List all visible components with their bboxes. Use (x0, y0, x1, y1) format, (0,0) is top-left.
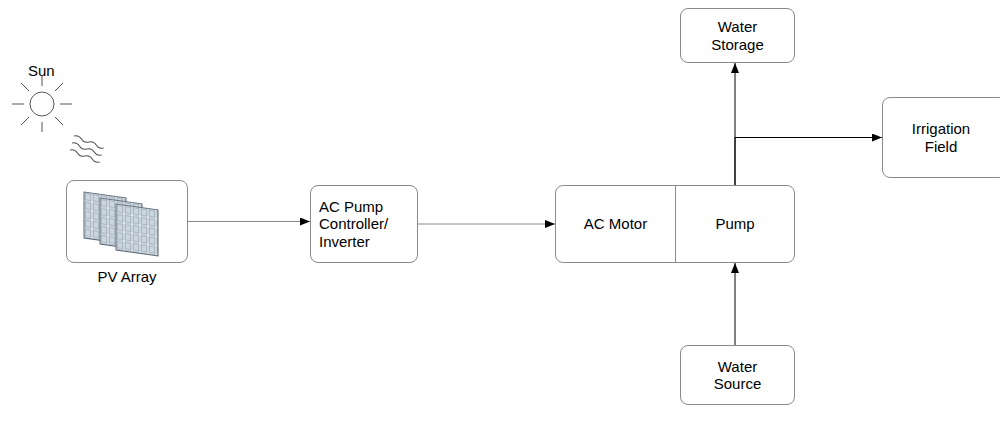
node-label: Water Storage (694, 18, 782, 53)
flow-arrow (188, 221, 310, 222)
sun-rays-waves (69, 135, 104, 164)
pump-box: Pump (675, 185, 795, 263)
node-label: Water Source (695, 358, 781, 393)
flow-arrow (735, 263, 736, 345)
motor-box: AC Motor (555, 185, 676, 263)
flow-arrow (418, 224, 555, 225)
pv-panels-icon (84, 192, 158, 256)
pv-array-box: PV Array (66, 180, 188, 263)
node-label: Irrigation Field (898, 120, 984, 155)
node-label: Pump (715, 215, 754, 232)
node-label: PV Array (97, 268, 156, 285)
source-box: Water Source (680, 345, 795, 405)
sun-icon (12, 76, 72, 132)
storage-box: Water Storage (680, 8, 795, 63)
node-label: AC Motor (584, 215, 647, 232)
field-box: Irrigation Field (882, 97, 1000, 178)
icon-label: Sun (28, 62, 55, 79)
controller-box: AC Pump Controller/ Inverter (310, 185, 418, 263)
flow-arrow (735, 138, 882, 186)
node-label: AC Pump Controller/ Inverter (319, 198, 409, 250)
